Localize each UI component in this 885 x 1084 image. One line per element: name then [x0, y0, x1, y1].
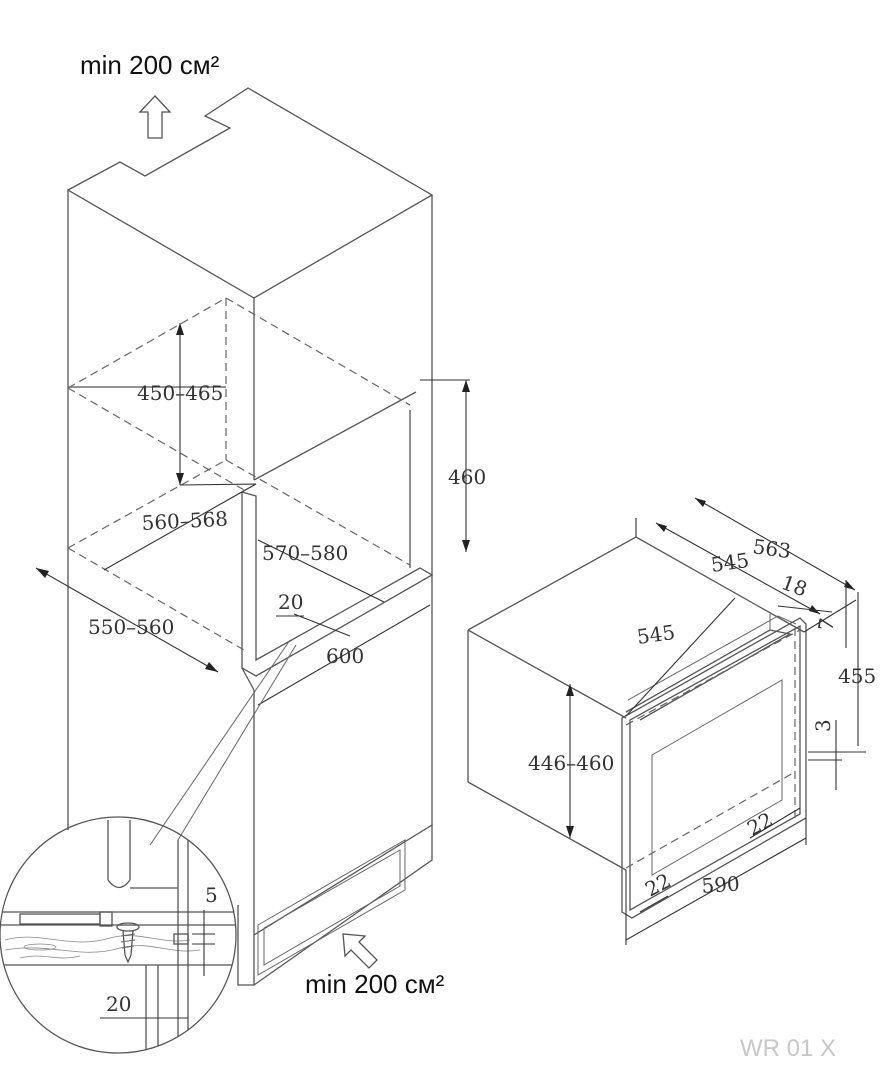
frame-bottom-label: 3: [811, 719, 835, 732]
door-depth-label: 18: [778, 570, 810, 601]
detail-zoom: [0, 816, 237, 1054]
detail-thickness-label: 20: [106, 992, 131, 1016]
frame-top-label: 7: [813, 616, 839, 633]
body-width-label: 545: [635, 620, 676, 649]
vent-bottom-label: min 200 см²: [305, 969, 445, 999]
side-frame-right-label: 22: [743, 807, 777, 840]
inner-depth-label: 570–580: [262, 541, 348, 565]
cabinet-drawing: [35, 87, 470, 986]
opening-height-label: 460: [448, 465, 486, 489]
model-watermark: WR 01 X: [740, 1035, 836, 1062]
vent-top-label: min 200 см²: [80, 50, 220, 80]
panel-thickness-label: 20: [278, 590, 303, 614]
outer-depth-label: 550–560: [88, 615, 174, 639]
total-height-label: 455: [838, 664, 876, 688]
vent-inlet-arrow-icon: [342, 933, 378, 969]
niche-height-label: 450–465: [137, 381, 223, 405]
total-width-label: 590: [701, 871, 741, 898]
appliance-drawing: [467, 497, 866, 945]
niche-depth-label: 560–568: [141, 507, 228, 535]
body-depth-top-label: 545: [709, 548, 750, 577]
body-height-label: 446–460: [528, 751, 614, 775]
vent-up-arrow-icon: [138, 95, 172, 139]
total-depth-label: 563: [751, 534, 792, 563]
cabinet-width-label: 600: [326, 644, 364, 668]
detail-gap-label: 5: [205, 883, 218, 907]
